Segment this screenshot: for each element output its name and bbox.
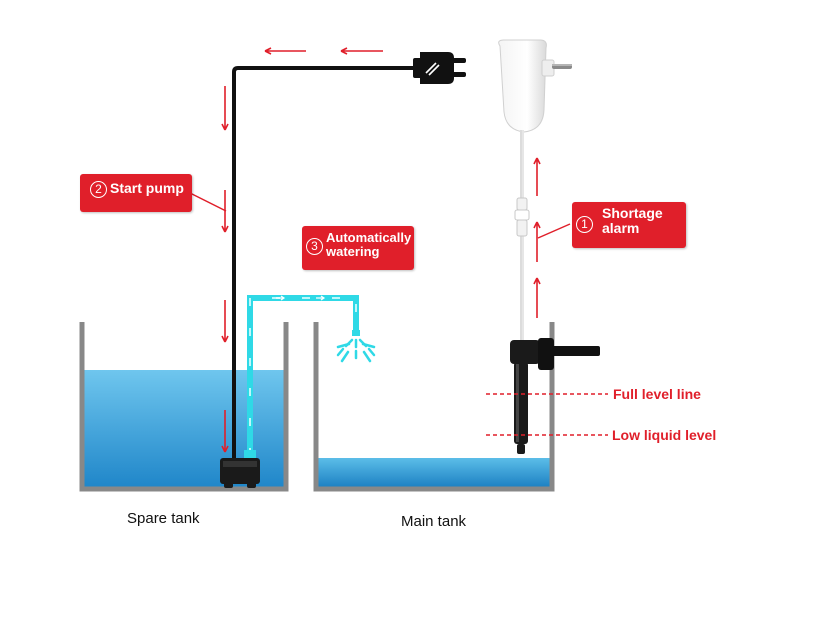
step-number-3: 3 xyxy=(306,238,323,255)
auto-watering-tag: 3 Automatically watering xyxy=(302,226,414,270)
shortage-label-line1: Shortage xyxy=(602,205,663,221)
shortage-alarm-tag: 1 Shortage alarm xyxy=(572,202,686,248)
low-level-label: Low liquid level xyxy=(612,427,717,443)
flow-arrows xyxy=(221,47,541,453)
auto-watering-label-line2: watering xyxy=(326,244,380,259)
spare-tank-wall xyxy=(79,322,289,492)
power-cable xyxy=(232,66,430,458)
cable-connector xyxy=(514,197,530,237)
shortage-label-line2: alarm xyxy=(602,220,640,236)
step-number-1: 1 xyxy=(576,216,593,233)
full-level-label: Full level line xyxy=(613,386,701,402)
start-pump-pointer xyxy=(189,192,227,212)
tube-flow-arrow xyxy=(276,295,286,301)
step-number-2: 2 xyxy=(90,181,107,198)
main-tank-water xyxy=(318,458,550,488)
pump-icon xyxy=(220,450,260,488)
start-pump-label: Start pump xyxy=(110,180,184,197)
adapter-icon xyxy=(498,39,572,133)
spare-tank-label: Spare tank xyxy=(127,510,200,527)
sprinkler-icon xyxy=(336,330,376,363)
tube-flow-arrow xyxy=(316,295,326,301)
auto-watering-label-line1: Automatically xyxy=(326,230,412,245)
water-sensor-icon xyxy=(510,338,600,454)
main-tank-label: Main tank xyxy=(401,513,467,530)
plug-icon xyxy=(413,52,466,84)
main-tank-wall xyxy=(313,322,555,492)
shortage-pointer xyxy=(537,223,571,239)
